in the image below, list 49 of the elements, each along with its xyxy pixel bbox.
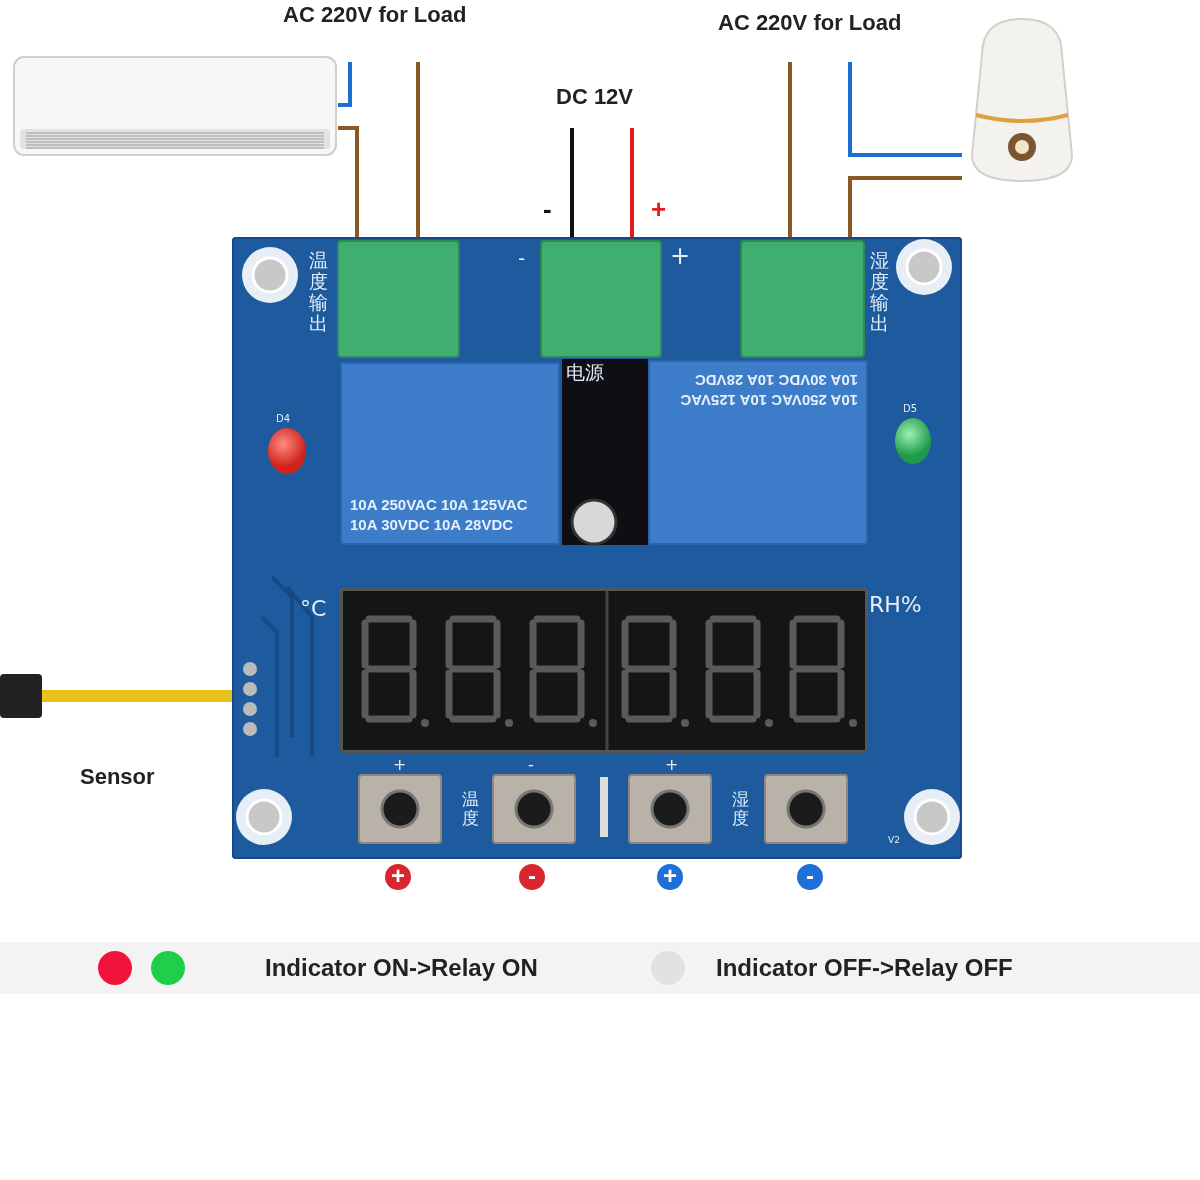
silkscreen-text: 湿度输出 — [870, 250, 890, 334]
relay-rating-text: 10A 250VAC 10A 125VAC 10A 30VDC 10A 28VDC — [679, 371, 858, 411]
sensor-cable-end — [0, 674, 42, 718]
wire — [848, 62, 962, 157]
silkscreen-text: V2 — [888, 836, 900, 845]
silkscreen-text: 温度 — [462, 790, 480, 828]
push-button — [628, 774, 712, 844]
silkscreen-text: + — [670, 244, 691, 268]
sensor-cable — [42, 690, 232, 702]
caption-text: AC 220V for Load — [283, 4, 467, 26]
caption-text: DC 12V — [556, 86, 634, 108]
silkscreen-text: 湿度 — [732, 790, 750, 828]
silkscreen-text: + — [393, 757, 407, 773]
sign-icon: - — [797, 864, 823, 890]
terminal-block — [337, 240, 460, 358]
terminal-block — [740, 240, 865, 358]
sensor-label: Sensor — [80, 766, 155, 788]
silkscreen-text: D5 — [903, 404, 918, 414]
indicator-led — [268, 428, 306, 474]
legend-text: Indicator OFF->Relay OFF — [716, 956, 1013, 980]
wire — [788, 62, 792, 240]
silkscreen-text: RH% — [869, 594, 922, 616]
relay — [648, 360, 868, 545]
sign-icon: - — [519, 864, 545, 890]
wire — [338, 126, 359, 240]
legend-text: Indicator ON->Relay ON — [265, 956, 538, 980]
push-button — [764, 774, 848, 844]
silkscreen-text: D4 — [276, 414, 291, 424]
relay — [340, 362, 560, 545]
relay-rating-text: 10A 250VAC 10A 125VAC 10A 30VDC 10A 28VDC — [350, 494, 529, 535]
caption-text: AC 220V for Load — [718, 12, 902, 34]
silkscreen-text: + — [665, 757, 679, 773]
silkscreen-text: - — [528, 757, 534, 773]
indicator-led — [895, 418, 931, 464]
push-button — [358, 774, 442, 844]
wire — [570, 128, 574, 240]
circuit-board — [232, 237, 962, 859]
wire — [630, 128, 634, 240]
terminal-block — [540, 240, 662, 358]
silkscreen-text: - — [518, 248, 526, 268]
wire — [848, 176, 962, 240]
silkscreen-text: °C — [300, 598, 327, 620]
silkscreen-text: 电源 — [566, 363, 604, 382]
wire — [416, 62, 420, 240]
push-button — [492, 774, 576, 844]
wire — [338, 62, 352, 107]
sign-icon: + — [657, 864, 683, 890]
sign-icon: + — [385, 864, 411, 890]
silkscreen-text: 温度输出 — [309, 250, 329, 334]
